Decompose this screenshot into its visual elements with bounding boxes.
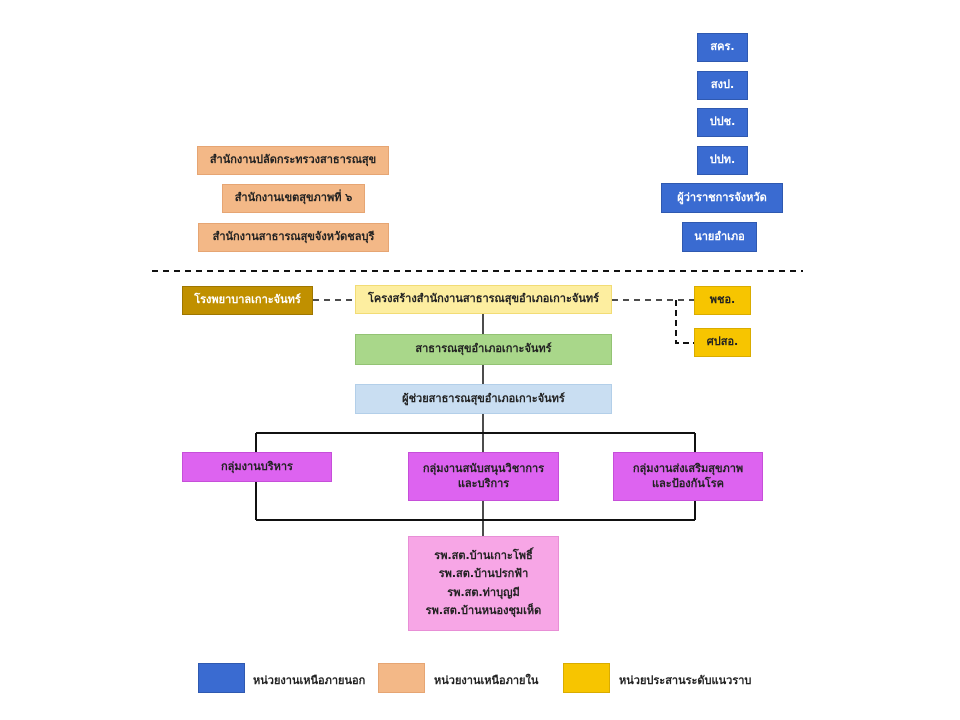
internal-unit-box: สำนักงานปลัดกระทรวงสาธารณสุข (197, 146, 389, 175)
work-group-box: กลุ่มงานส่งเสริมสุขภาพ และป้องกันโรค (613, 452, 763, 501)
internal-unit-box: สำนักงานสาธารณสุขจังหวัดชลบุรี (198, 223, 389, 252)
legend-label-coordination: หน่วยประสานระดับแนวราบ (619, 674, 752, 687)
external-unit-box: ปปท. (697, 146, 748, 175)
internal-unit-box: สำนักงานเขตสุขภาพที่ ๖ (222, 184, 365, 213)
external-unit-box: ปปช. (697, 108, 748, 137)
health-centers-box: รพ.สต.บ้านเกาะโพธิ์ รพ.สต.บ้านปรกฟ้า รพ.… (408, 536, 559, 631)
external-unit-box: ผู้ว่าราชการจังหวัด (661, 183, 783, 213)
external-unit-box: นายอำเภอ (682, 222, 757, 252)
external-unit-box: สงป. (697, 71, 748, 100)
coordination-unit-box: พชอ. (694, 286, 751, 315)
work-group-line: และป้องกันโรค (651, 476, 725, 490)
health-center-item: รพ.สต.บ้านหนองชุมเห็ด (425, 603, 542, 617)
legend-label-external: หน่วยงานเหนือภายนอก (253, 674, 366, 687)
legend-label-internal: หน่วยงานเหนือภายใน (434, 674, 539, 687)
external-unit-box: สคร. (697, 33, 748, 62)
health-center-item: รพ.สต.ท่าบุญมี (447, 585, 520, 599)
work-group-box: กลุ่มงานสนับสนุนวิชาการ และบริการ (408, 452, 559, 501)
legend-swatch-coordination (563, 663, 610, 693)
work-group-line: กลุ่มงานบริหาร (221, 459, 293, 473)
coordination-unit-box: ศปสอ. (694, 328, 751, 357)
work-group-line: กลุ่มงานส่งเสริมสุขภาพ (632, 461, 744, 475)
assistant-box: ผู้ช่วยสาธารณสุขอำเภอเกาะจันทร์ (355, 384, 612, 414)
coordination-branch (675, 300, 694, 344)
health-center-item: รพ.สต.บ้านเกาะโพธิ์ (434, 549, 533, 563)
hospital-box: โรงพยาบาลเกาะจันทร์ (182, 286, 313, 315)
work-group-line: กลุ่มงานสนับสนุนวิชาการ (422, 461, 545, 475)
legend-swatch-external (198, 663, 245, 693)
work-group-line: และบริการ (457, 476, 510, 490)
health-center-item: รพ.สต.บ้านปรกฟ้า (438, 567, 529, 581)
legend-swatch-internal (378, 663, 425, 693)
work-group-box: กลุ่มงานบริหาร (182, 452, 332, 482)
chief-box: สาธารณสุขอำเภอเกาะจันทร์ (355, 334, 612, 365)
structure-title-box: โครงสร้างสำนักงานสาธารณสุขอำเภอเกาะจันทร… (355, 285, 612, 314)
